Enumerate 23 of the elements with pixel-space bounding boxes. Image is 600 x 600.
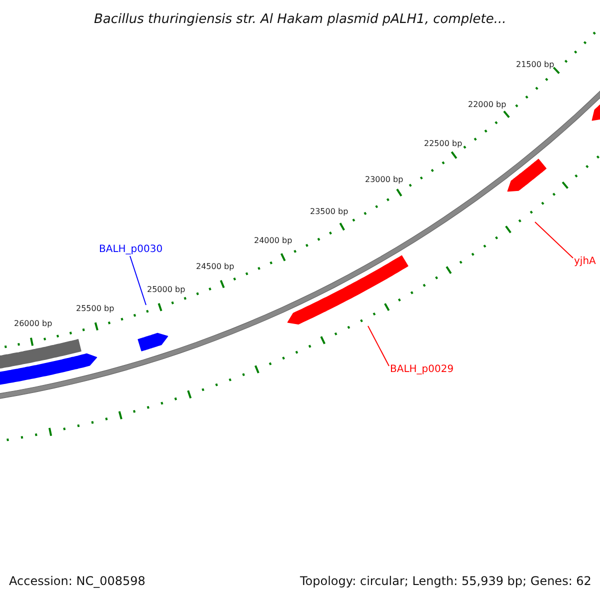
gene-arrow (287, 255, 408, 324)
leader-line (130, 256, 146, 306)
gene-label: yjhA (574, 257, 596, 267)
scale-label: 23500 bp (310, 208, 348, 216)
gene-label: BALH_p0030 (99, 245, 163, 255)
gene-arrow (507, 158, 546, 192)
scale-label: 26000 bp (14, 320, 52, 328)
scale-label: 24000 bp (254, 237, 292, 245)
scale-label: 25500 bp (76, 305, 114, 313)
leader-line (534, 222, 574, 258)
accession-text: Accession: NC_008598 (9, 575, 146, 587)
gene-label: BALH_p0029 (390, 365, 454, 375)
scale-label: 22000 bp (468, 101, 506, 109)
gene-bar (0, 339, 82, 369)
scale-label: 25000 bp (147, 286, 186, 294)
scale-label: 23000 bp (365, 176, 404, 184)
gene-arrow (0, 353, 98, 386)
scale-label: 24500 bp (196, 263, 234, 271)
scale-label: 21500 bp (516, 61, 554, 69)
gene-arrow (138, 332, 168, 352)
topology-text: Topology: circular; Length: 55,939 bp; Genes: 62 (300, 575, 592, 587)
map-title: Bacillus thuringiensis str. Al Hakam plasmid pALH1, complete... (94, 12, 506, 26)
scale-label: 22500 bp (424, 140, 462, 148)
